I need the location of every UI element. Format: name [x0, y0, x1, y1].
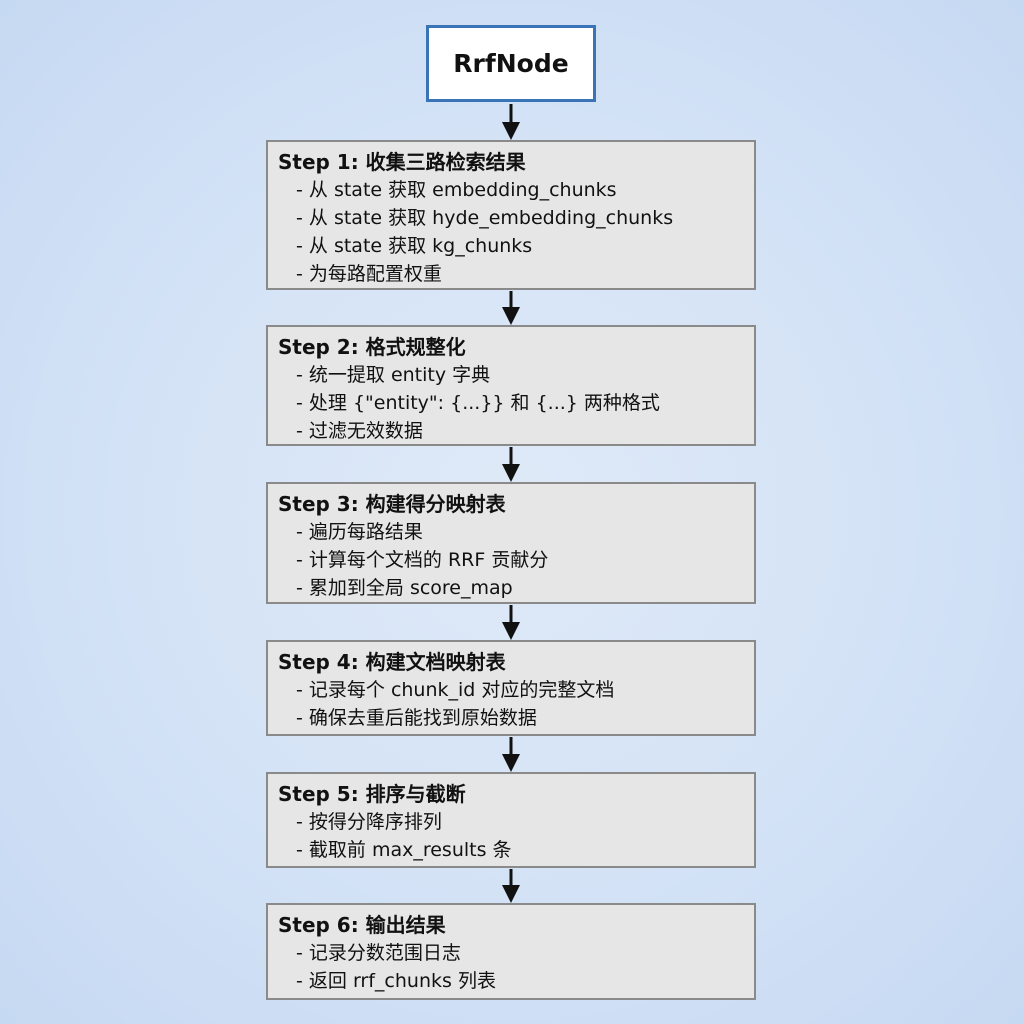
step-6-title: Step 6: 输出结果: [278, 913, 446, 937]
step-4-items: 记录每个 chunk_id 对应的完整文档 确保去重后能找到原始数据: [278, 676, 744, 732]
step-1-item-2: 从 state 获取 hyde_embedding_chunks: [296, 204, 744, 232]
step-1-item-3: 从 state 获取 kg_chunks: [296, 232, 744, 260]
step-4-box: Step 4: 构建文档映射表 记录每个 chunk_id 对应的完整文档 确保…: [266, 640, 756, 736]
step-3-box: Step 3: 构建得分映射表 遍历每路结果 计算每个文档的 RRF 贡献分 累…: [266, 482, 756, 604]
step-3-item-1: 遍历每路结果: [296, 518, 744, 546]
step-5-box: Step 5: 排序与截断 按得分降序排列 截取前 max_results 条: [266, 772, 756, 868]
step-5-items: 按得分降序排列 截取前 max_results 条: [278, 808, 744, 864]
step-6-items: 记录分数范围日志 返回 rrf_chunks 列表: [278, 939, 744, 995]
step-6-item-1: 记录分数范围日志: [296, 939, 744, 967]
step-6-box: Step 6: 输出结果 记录分数范围日志 返回 rrf_chunks 列表: [266, 903, 756, 1000]
step-4-item-1: 记录每个 chunk_id 对应的完整文档: [296, 676, 744, 704]
step-2-item-3: 过滤无效数据: [296, 417, 744, 445]
flowchart-title-node: RrfNode: [426, 25, 596, 102]
flowchart-title-label: RrfNode: [453, 49, 569, 78]
step-3-item-3: 累加到全局 score_map: [296, 574, 744, 602]
step-5-item-2: 截取前 max_results 条: [296, 836, 744, 864]
step-1-item-1: 从 state 获取 embedding_chunks: [296, 176, 744, 204]
step-6-item-2: 返回 rrf_chunks 列表: [296, 967, 744, 995]
step-3-item-2: 计算每个文档的 RRF 贡献分: [296, 546, 744, 574]
step-1-box: Step 1: 收集三路检索结果 从 state 获取 embedding_ch…: [266, 140, 756, 290]
step-1-title: Step 1: 收集三路检索结果: [278, 150, 526, 174]
step-4-item-2: 确保去重后能找到原始数据: [296, 704, 744, 732]
step-2-items: 统一提取 entity 字典 处理 {"entity": {...}} 和 {.…: [278, 361, 744, 445]
step-1-item-4: 为每路配置权重: [296, 260, 744, 288]
step-4-title: Step 4: 构建文档映射表: [278, 650, 506, 674]
step-3-title: Step 3: 构建得分映射表: [278, 492, 506, 516]
step-2-item-2: 处理 {"entity": {...}} 和 {...} 两种格式: [296, 389, 744, 417]
step-2-item-1: 统一提取 entity 字典: [296, 361, 744, 389]
step-5-item-1: 按得分降序排列: [296, 808, 744, 836]
step-1-items: 从 state 获取 embedding_chunks 从 state 获取 h…: [278, 176, 744, 288]
step-5-title: Step 5: 排序与截断: [278, 782, 466, 806]
step-2-title: Step 2: 格式规整化: [278, 335, 466, 359]
step-3-items: 遍历每路结果 计算每个文档的 RRF 贡献分 累加到全局 score_map: [278, 518, 744, 602]
step-2-box: Step 2: 格式规整化 统一提取 entity 字典 处理 {"entity…: [266, 325, 756, 446]
